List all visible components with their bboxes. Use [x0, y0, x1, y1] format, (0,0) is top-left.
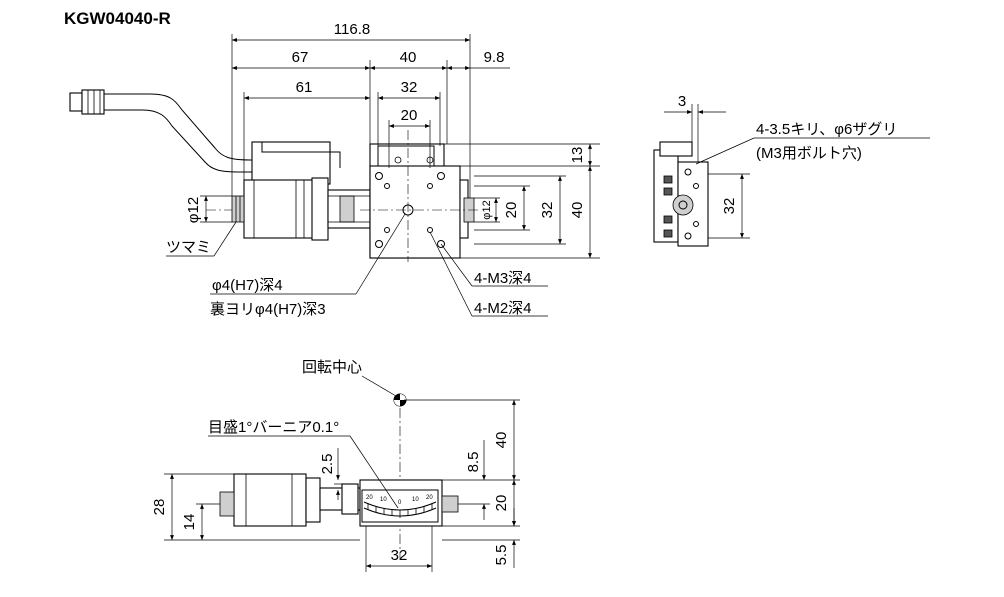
top-view: 116.8 67 40 9.8 61 32 20 13 40 32 20 φ12: [69, 21, 600, 318]
front-motor: [233, 473, 307, 527]
motor-cover: [251, 141, 331, 185]
front-dim-14: 14: [181, 514, 198, 531]
scale-ticks: [367, 503, 433, 518]
side-label-line1: 4-3.5キリ、φ6ザグリ: [756, 121, 897, 138]
scale-mark-5: 20: [426, 495, 433, 501]
dim-20-vert: 20: [503, 202, 520, 219]
left-knob: [231, 195, 245, 223]
cable-connector-body: [81, 89, 105, 115]
front-stage: [359, 479, 443, 527]
side-dim-32: 32: [721, 198, 738, 215]
front-dim-2-5: 2.5: [319, 454, 336, 475]
stage-table: [369, 165, 461, 259]
vernier-scale: [361, 489, 439, 523]
cable: [69, 89, 315, 173]
dim-32-vert: 32: [539, 202, 556, 219]
motor-body: [243, 179, 315, 239]
m2-holes: [384, 183, 433, 233]
dim-61: 61: [296, 79, 313, 96]
side-top: [659, 141, 693, 157]
front-dim-32: 32: [391, 547, 408, 564]
motor-flange: [311, 177, 329, 241]
dim-9-8: 9.8: [484, 49, 505, 66]
scale-mark-3: 0: [398, 500, 402, 506]
side-motor: [653, 149, 679, 243]
label-hole-h7: φ4(H7)深4: [212, 277, 283, 294]
dim-phi12-right: φ12: [481, 200, 493, 219]
dim-67: 67: [292, 49, 309, 66]
label-m2: 4-M2深4: [474, 300, 532, 317]
scale-mark-4: 10: [412, 497, 419, 503]
front-view: 回転中心 20 10 0 10 20 目盛1°バ: [151, 359, 520, 572]
dim-overall: 116.8: [334, 21, 370, 38]
front-knob: [219, 491, 235, 517]
dim-13: 13: [569, 147, 586, 164]
side-knob: [672, 194, 694, 216]
label-knob: ツマミ: [166, 239, 211, 256]
front-dim-40: 40: [493, 432, 510, 449]
dim-32: 32: [401, 79, 418, 96]
cable-connector: [69, 92, 83, 112]
label-back-hole: 裏ヨリφ4(H7)深3: [210, 300, 326, 318]
dim-40-vert: 40: [569, 202, 586, 219]
dim-20: 20: [401, 107, 418, 124]
side-label-line2: (M3用ボルト穴): [756, 145, 862, 162]
m3-holes: [375, 172, 445, 248]
dim-phi12-left: φ12: [185, 197, 202, 223]
model-title: KGW04040-R: [64, 9, 171, 28]
coupling: [339, 195, 355, 223]
front-dim-5-5: 5.5: [493, 545, 510, 566]
front-dim-8-5: 8.5: [465, 452, 482, 473]
side-view: 3 32 4-3.5キリ、φ6ザグリ (M3用ボルト穴): [653, 93, 930, 247]
label-vernier: 目盛1°バーニア0.1°: [208, 419, 339, 436]
scale-mark-2: 10: [380, 497, 387, 503]
side-dim-3: 3: [678, 93, 686, 110]
dim-40: 40: [400, 49, 417, 66]
front-dim-28: 28: [151, 499, 168, 516]
front-right-knob: [441, 495, 459, 513]
front-dim-20: 20: [493, 495, 510, 512]
label-rotation-center: 回転中心: [302, 359, 362, 376]
label-m3: 4-M3深4: [474, 270, 532, 287]
scale-mark-1: 20: [366, 495, 373, 501]
